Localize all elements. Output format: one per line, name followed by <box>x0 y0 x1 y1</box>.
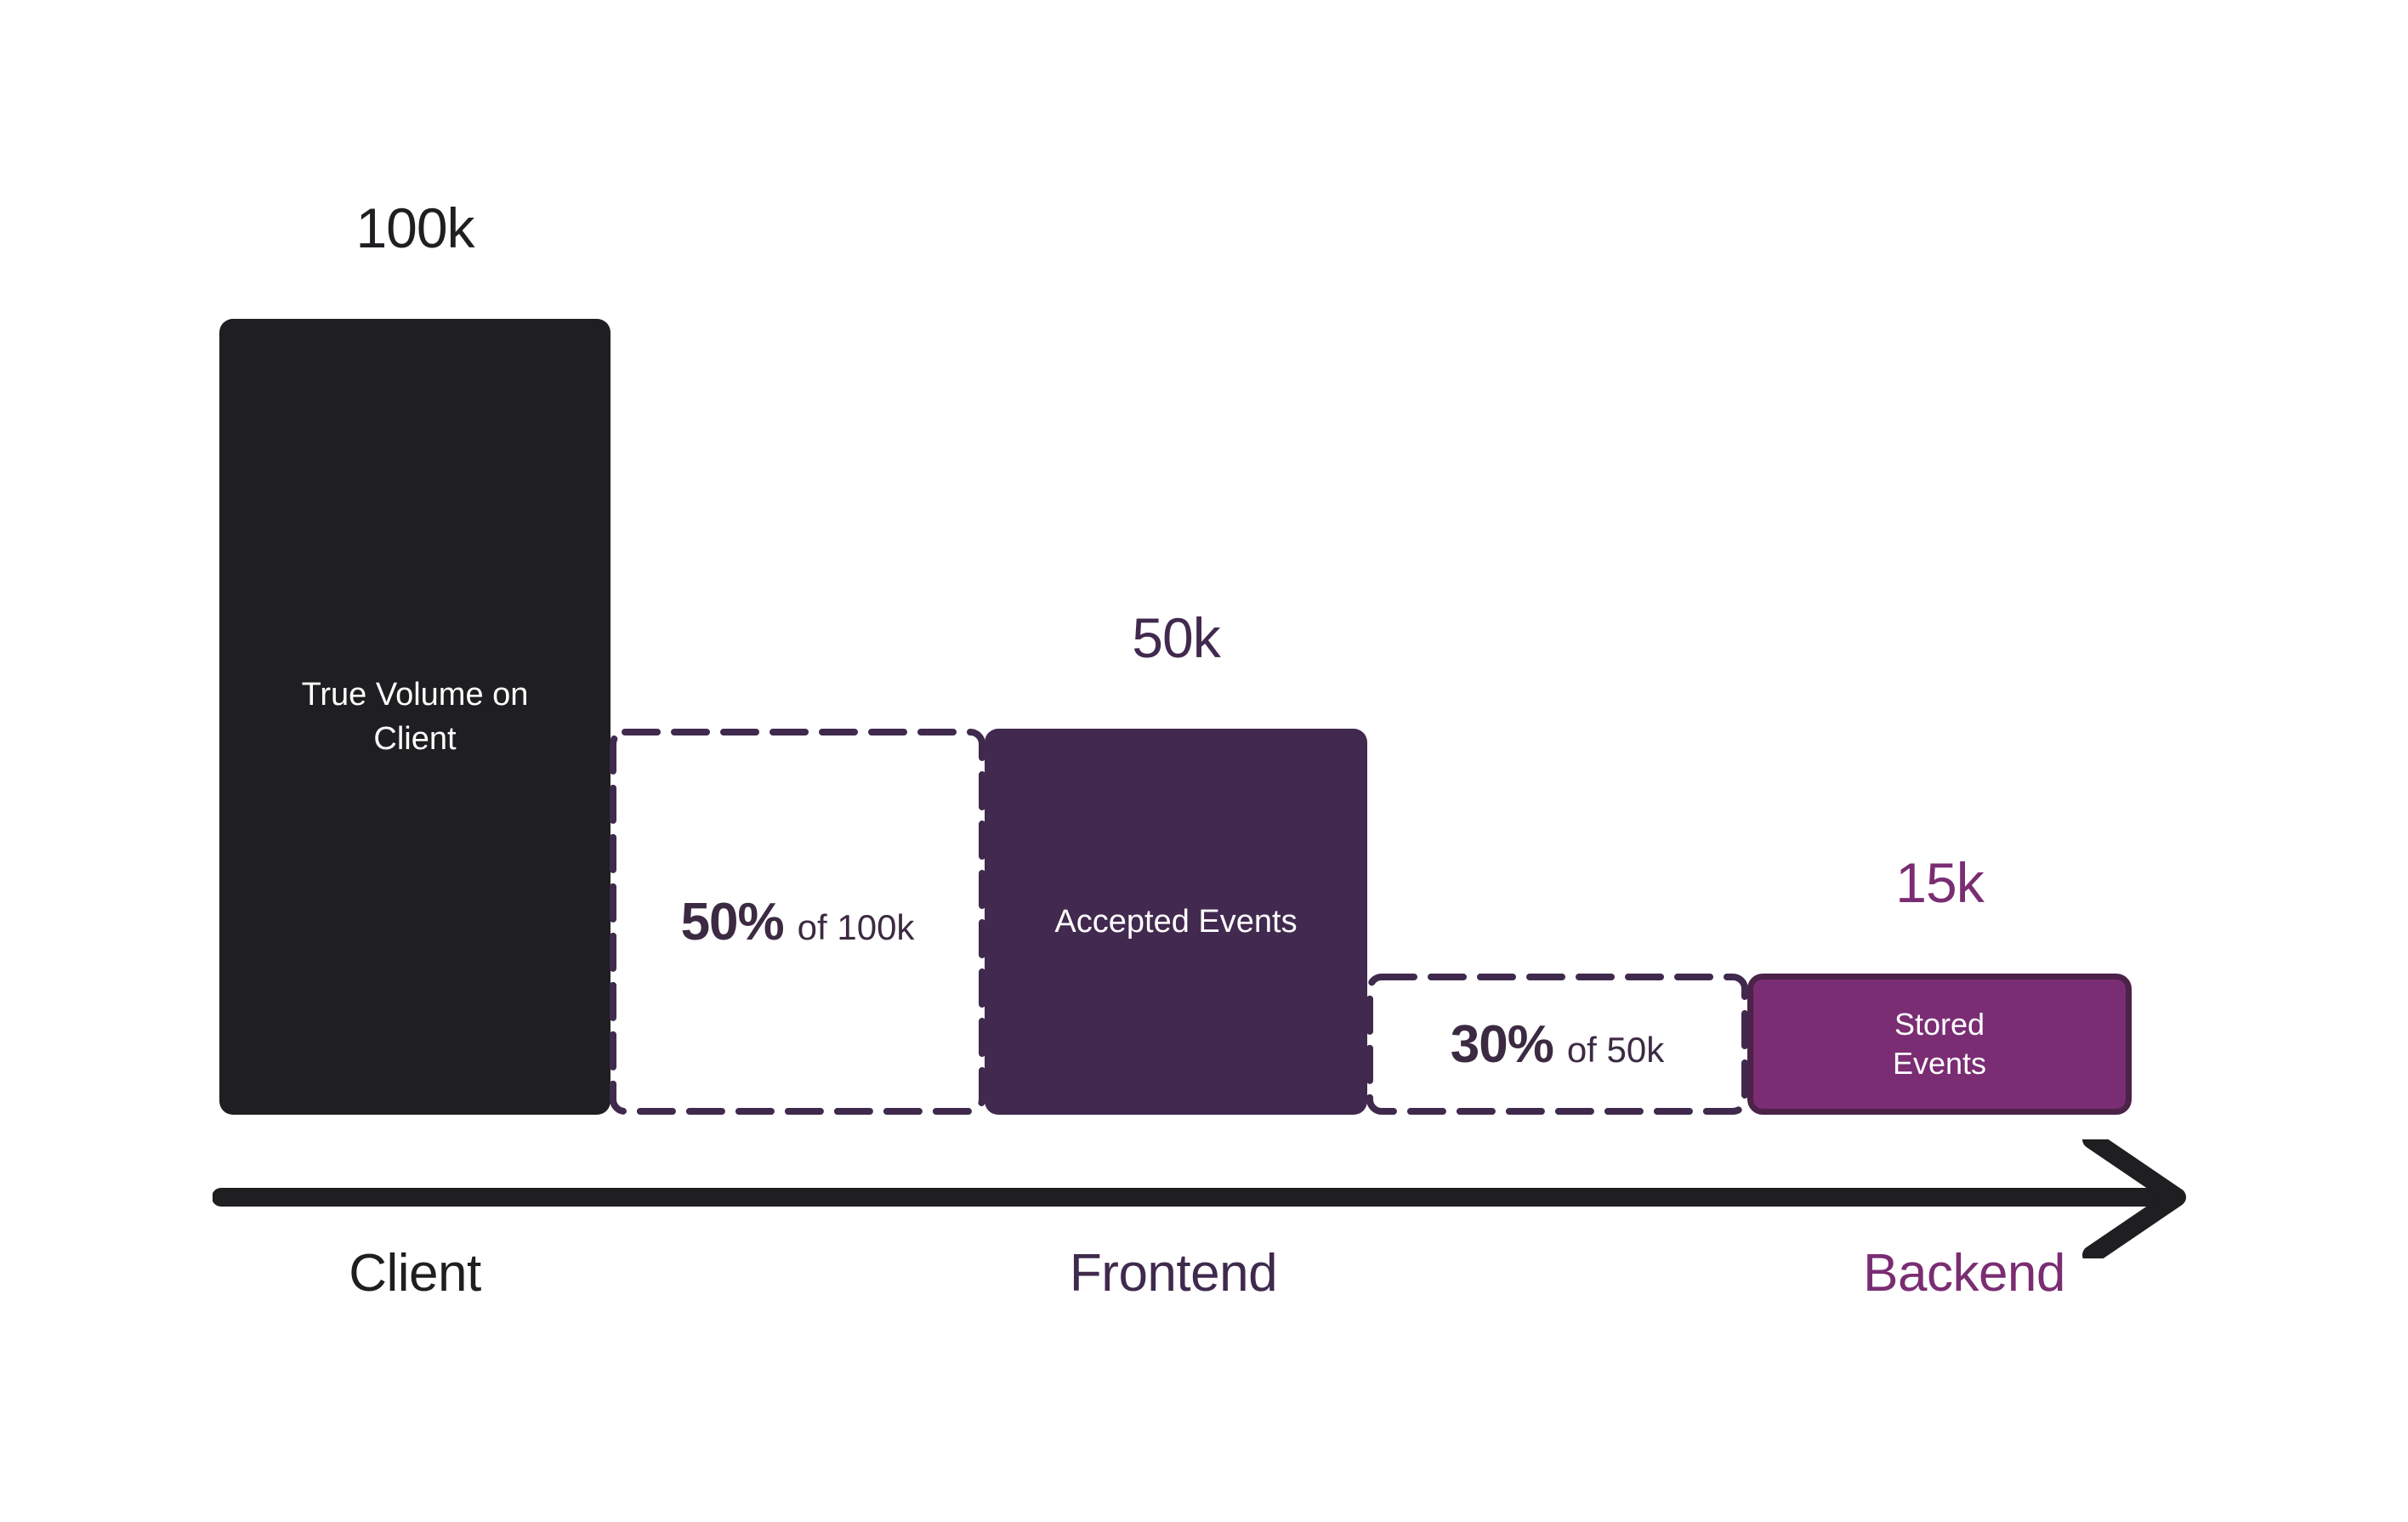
bar-frontend-accepted-events: Accepted Events <box>985 729 1367 1115</box>
value-label-client: 100k <box>355 196 474 259</box>
dropoff-basis-1: of 100k <box>797 906 915 947</box>
dropoff-text-1: 50% of 100k <box>681 892 915 952</box>
dropoff-box-frontend-to-backend: 30% of 50k <box>1366 974 1748 1115</box>
bar-caption-backend: Stored Events <box>1892 1006 1987 1081</box>
dropoff-percent-1: 50% <box>680 892 785 951</box>
stage-label-client: Client <box>349 1244 481 1303</box>
axis-arrow-icon <box>213 1139 2186 1258</box>
bar-backend-stored-events: Stored Events <box>1747 974 2132 1115</box>
dashed-outline-1 <box>610 729 985 1115</box>
dropoff-basis-2: of 50k <box>1566 1029 1665 1070</box>
stage-label-frontend: Frontend <box>1069 1244 1278 1303</box>
dropoff-percent-2: 30% <box>1450 1014 1554 1074</box>
dropoff-box-client-to-frontend: 50% of 100k <box>610 729 985 1115</box>
bar-caption-client: True Volume on Client <box>301 676 529 757</box>
dropoff-text-2: 30% of 50k <box>1451 1014 1665 1075</box>
bar-caption-frontend: Accepted Events <box>1054 903 1298 940</box>
dashed-outline-2 <box>1366 974 1748 1115</box>
value-label-backend: 15k <box>1895 851 1984 914</box>
bar-client-true-volume: True Volume on Client <box>219 319 611 1115</box>
value-label-frontend: 50k <box>1132 606 1220 669</box>
stage-label-backend: Backend <box>1863 1244 2065 1303</box>
